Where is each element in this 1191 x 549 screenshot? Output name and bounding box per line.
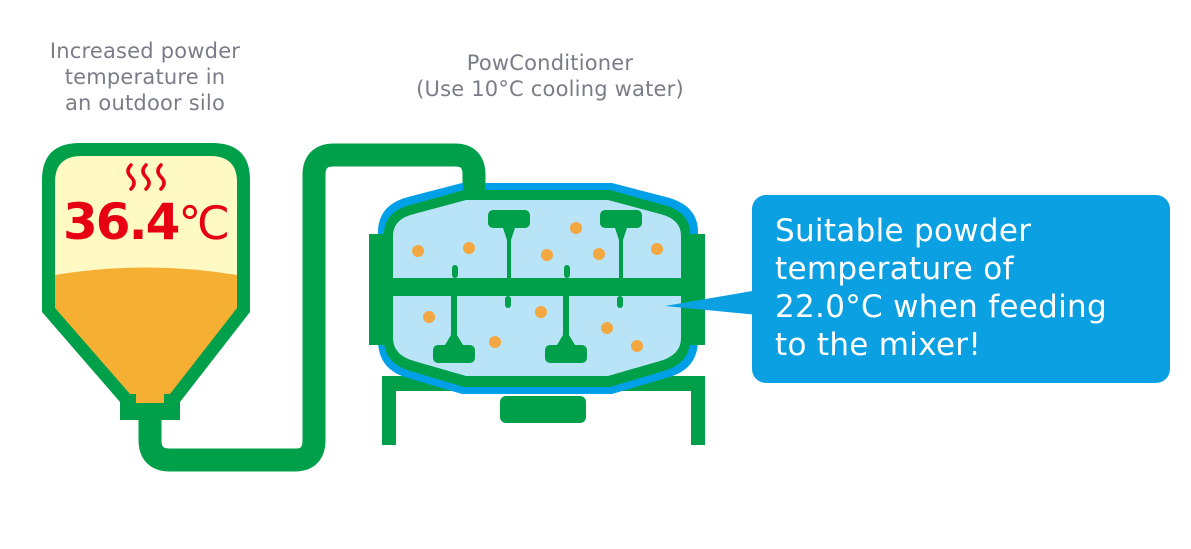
- pow-conditioner: [369, 180, 705, 445]
- conditioner-motor: [500, 396, 586, 423]
- silo-powder: [55, 267, 237, 394]
- callout-text: Suitable powder temperature of 22.0°C wh…: [775, 212, 1165, 364]
- conditioner-label: PowConditioner (Use 10°C cooling water): [360, 50, 740, 102]
- agitator-paddles: [433, 210, 642, 363]
- agitator-shaft: [384, 278, 690, 296]
- callout-pointer: [665, 290, 758, 315]
- callout-box: [752, 195, 1170, 383]
- callout-line-1: Suitable powder: [775, 213, 1032, 249]
- silo-temperature: 36.4℃: [63, 197, 230, 247]
- inlet-neck: [463, 180, 485, 198]
- silo-temperature-unit: ℃: [178, 196, 231, 250]
- silo-label-line-1: Increased powder: [49, 39, 241, 63]
- silo-spout: [136, 394, 164, 403]
- transfer-pipe: [138, 143, 486, 472]
- silo-temperature-value: 36.4: [63, 193, 180, 251]
- heat-waves-icon: [126, 163, 166, 191]
- silo-label-line-3: an outdoor silo: [64, 91, 226, 115]
- conditioner-name: PowConditioner: [466, 51, 634, 75]
- silo-label-line-2: temperature in: [64, 65, 226, 89]
- callout-line-3: 22.0°C when feeding: [775, 289, 1107, 325]
- callout-bubble: [665, 195, 1170, 383]
- silo: [42, 143, 250, 420]
- conditioner-cooling-note: (Use 10°C cooling water): [416, 77, 684, 101]
- powder-particles: [412, 222, 663, 352]
- callout-line-4: to the mixer!: [775, 327, 982, 363]
- silo-label: Increased powder temperature in an outdo…: [20, 38, 270, 116]
- callout-line-2: temperature of: [775, 251, 1014, 287]
